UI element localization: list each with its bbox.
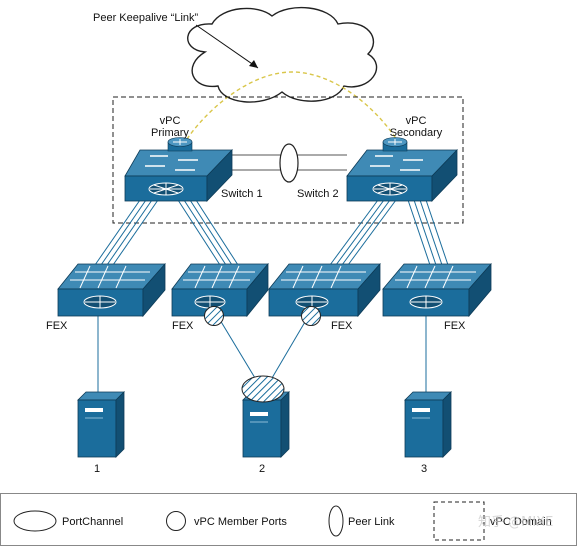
watermark: 知乎 @MIXE bbox=[478, 514, 553, 530]
legend-portchannel-symbol bbox=[13, 510, 57, 532]
vpc-member-port-fex3 bbox=[301, 306, 321, 326]
uplink-bundles bbox=[94, 199, 449, 266]
legend-member-ports-label: vPC Member Ports bbox=[194, 516, 287, 528]
switch1-role-line2: Primary bbox=[151, 127, 189, 139]
legend-peer-link-label: Peer Link bbox=[348, 516, 395, 528]
cloud-label: Peer Keepalive “Link” bbox=[93, 12, 199, 24]
legend-member-ports-symbol bbox=[166, 511, 186, 531]
server-1-label: 1 bbox=[94, 463, 100, 475]
fex-2 bbox=[171, 262, 269, 318]
fex4-label: FEX bbox=[444, 320, 466, 332]
switch-1 bbox=[124, 149, 233, 202]
router-icon bbox=[167, 137, 193, 152]
fex3-label: FEX bbox=[331, 320, 353, 332]
server-2-label: 2 bbox=[259, 463, 265, 475]
legend: PortChannel vPC Member Ports Peer Link v… bbox=[0, 493, 577, 546]
fex2-label: FEX bbox=[172, 320, 194, 332]
server-3-icon bbox=[404, 391, 452, 458]
cloud-icon bbox=[187, 6, 378, 103]
switch2-role-line2: Secondary bbox=[390, 127, 443, 139]
server-1-icon bbox=[77, 391, 125, 458]
legend-portchannel-label: PortChannel bbox=[62, 516, 123, 528]
fex1-label: FEX bbox=[46, 320, 68, 332]
legend-domain-symbol bbox=[433, 501, 485, 541]
peer-link bbox=[232, 143, 347, 183]
switch-2 bbox=[346, 149, 458, 202]
cloud-pointer-arrowhead bbox=[249, 60, 258, 68]
peer-keepalive-link bbox=[182, 71, 401, 146]
fex-4 bbox=[382, 262, 492, 318]
vpc-member-port-fex2 bbox=[204, 306, 224, 326]
legend-domain-label: vPC Domain bbox=[490, 516, 552, 528]
fex-3 bbox=[268, 262, 381, 318]
legend-peer-link-symbol bbox=[328, 505, 344, 537]
switch-fabric-icon bbox=[148, 182, 184, 196]
switch2-role-line1: vPC bbox=[406, 115, 427, 127]
switch-fabric-icon bbox=[372, 182, 408, 196]
fex-1 bbox=[57, 262, 166, 318]
server-3-label: 3 bbox=[421, 463, 427, 475]
switch1-name: Switch 1 bbox=[221, 188, 263, 200]
portchannel-server-2 bbox=[241, 375, 285, 403]
router-icon bbox=[382, 137, 408, 152]
vpc-domain-box bbox=[112, 96, 464, 224]
cloud-pointer-arrow bbox=[195, 24, 259, 69]
peer-link-ellipse bbox=[279, 143, 299, 183]
switch2-name: Switch 2 bbox=[297, 188, 339, 200]
switch1-role-line1: vPC bbox=[160, 115, 181, 127]
